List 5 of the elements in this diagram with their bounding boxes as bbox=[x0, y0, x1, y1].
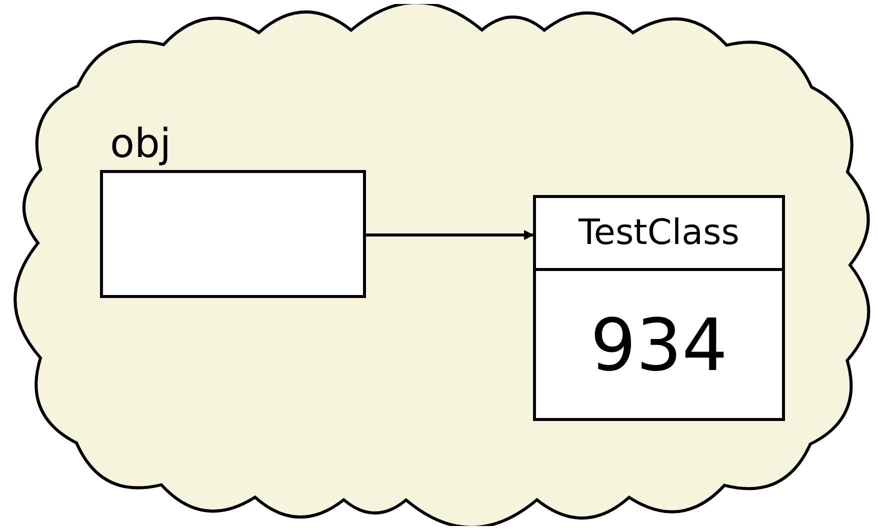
class-name: TestClass bbox=[536, 198, 782, 271]
object-value: 934 bbox=[590, 308, 728, 380]
arrow bbox=[366, 230, 534, 240]
variable-name: obj bbox=[109, 120, 171, 168]
object-box bbox=[533, 195, 785, 421]
